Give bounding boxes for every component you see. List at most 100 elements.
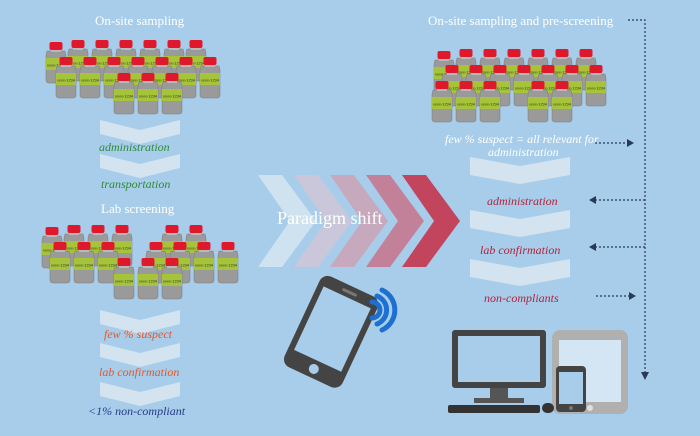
prescreen-vial: xxxx-1234 <box>479 48 501 91</box>
vial-label: xxxx-1234 <box>81 78 100 83</box>
vial-label: xxxx-1234 <box>457 102 476 107</box>
onsite-vial: xxxx-1234 <box>163 39 185 82</box>
vial-label: xxxx-1234 <box>43 248 62 253</box>
lab-vial: xxxx-1234 <box>169 241 191 284</box>
arrow-right-result <box>629 292 636 300</box>
vial-label: xxxx-1234 <box>153 78 172 83</box>
arrow-left-administration <box>589 196 596 204</box>
prescreen-vial: xxxx-1234 <box>585 64 607 107</box>
prescreen-vial: xxxx-1234 <box>503 48 525 91</box>
onsite-vial: xxxx-1234 <box>139 39 161 82</box>
vial-label: xxxx-1234 <box>491 86 510 91</box>
vial-label: xxxx-1234 <box>57 78 76 83</box>
shift-chevron-4 <box>366 175 424 267</box>
smartphone-icon <box>283 275 379 388</box>
phone-icon <box>556 366 586 412</box>
prescreen-vial: xxxx-1234 <box>551 48 573 91</box>
onsite-vial: xxxx-1234 <box>199 56 221 99</box>
vial-label: xxxx-1234 <box>105 78 124 83</box>
vial-label: xxxx-1234 <box>577 70 596 75</box>
vial-label: xxxx-1234 <box>165 61 184 66</box>
lab-vial: xxxx-1234 <box>97 241 119 284</box>
vial-label: xxxx-1234 <box>187 61 206 66</box>
vial-label: xxxx-1234 <box>443 86 462 91</box>
left-step-transportation: transportation <box>101 177 170 191</box>
onsite-vial: xxxx-1234 <box>161 72 183 115</box>
right-chevron-1 <box>470 157 570 184</box>
left-step-administration: administration <box>99 140 170 154</box>
vial-label: xxxx-1234 <box>75 263 94 268</box>
prescreen-vial: xxxx-1234 <box>431 80 453 123</box>
prescreen-vial: xxxx-1234 <box>527 48 549 91</box>
onsite-vial: xxxx-1234 <box>185 39 207 82</box>
vial-label: xxxx-1234 <box>563 86 582 91</box>
left-header-onsite: On-site sampling <box>95 13 185 28</box>
prescreen-vial: xxxx-1234 <box>551 80 573 123</box>
vial-label: xxxx-1234 <box>481 70 500 75</box>
vial-label: xxxx-1234 <box>65 246 84 251</box>
arrow-right-suspect <box>627 139 634 147</box>
vial-label: xxxx-1234 <box>115 94 134 99</box>
lab-vial: xxxx-1234 <box>113 257 135 300</box>
shift-chevron-3 <box>330 175 388 267</box>
prescreen-vial: xxxx-1234 <box>441 64 463 107</box>
prescreen-vial: xxxx-1234 <box>513 64 535 107</box>
vial-label: xxxx-1234 <box>163 279 182 284</box>
prescreen-vial: xxxx-1234 <box>489 64 511 107</box>
onsite-vial: xxxx-1234 <box>115 39 137 82</box>
vial-label: xxxx-1234 <box>47 63 66 68</box>
right-chevron-2 <box>470 210 570 237</box>
vial-label: xxxx-1234 <box>457 70 476 75</box>
right-suspect-line1: few % suspect = all relevant for <box>445 132 599 146</box>
lab-vial: xxxx-1234 <box>63 224 85 267</box>
right-header: On-site sampling and pre-screening <box>428 13 614 28</box>
prescreen-vial: xxxx-1234 <box>455 80 477 123</box>
left-step-suspect: few % suspect <box>104 327 173 341</box>
vial-label: xxxx-1234 <box>187 246 206 251</box>
onsite-vial: xxxx-1234 <box>55 56 77 99</box>
arrow-down-main <box>641 372 649 380</box>
lab-vial: xxxx-1234 <box>193 241 215 284</box>
left-header-lab: Lab screening <box>101 201 175 216</box>
vial-label: xxxx-1234 <box>139 279 158 284</box>
onsite-vial: xxxx-1234 <box>127 56 149 99</box>
vial-label: xxxx-1234 <box>163 246 182 251</box>
shift-chevron-5 <box>402 175 460 267</box>
mouse-icon <box>542 403 554 413</box>
lab-vial: xxxx-1234 <box>185 224 207 267</box>
dotted-connector-lines <box>595 19 646 372</box>
lab-vial: xxxx-1234 <box>41 226 63 269</box>
vial-label: xxxx-1234 <box>195 263 214 268</box>
keyboard-icon <box>448 405 540 413</box>
vial-label: xxxx-1234 <box>219 263 238 268</box>
right-chevron-3 <box>470 259 570 286</box>
onsite-vial: xxxx-1234 <box>175 56 197 99</box>
onsite-vial: xxxx-1234 <box>45 41 67 84</box>
lab-vial: xxxx-1234 <box>161 224 183 267</box>
arrow-left-confirmation <box>589 243 596 251</box>
left-step-confirmation: lab confirmation <box>99 365 179 379</box>
prescreen-vial: xxxx-1234 <box>527 80 549 123</box>
onsite-vial: xxxx-1234 <box>151 56 173 99</box>
vial-label: xxxx-1234 <box>147 263 166 268</box>
vial-label: xxxx-1234 <box>89 246 108 251</box>
vial-label: xxxx-1234 <box>467 86 486 91</box>
vial-label: xxxx-1234 <box>553 70 572 75</box>
shift-chevron-1 <box>258 175 316 267</box>
left-chevron-2 <box>100 154 180 178</box>
vial-label: xxxx-1234 <box>587 86 606 91</box>
onsite-vial: xxxx-1234 <box>67 39 89 82</box>
arrowheads <box>589 139 649 380</box>
vial-label: xxxx-1234 <box>141 61 160 66</box>
vial-label: xxxx-1234 <box>171 263 190 268</box>
vial-label: xxxx-1234 <box>115 279 134 284</box>
left-chevron-3 <box>100 310 180 334</box>
lab-vial: xxxx-1234 <box>161 257 183 300</box>
lab-vial: xxxx-1234 <box>137 257 159 300</box>
right-step-result: non-compliants <box>484 291 559 305</box>
vial-label: xxxx-1234 <box>481 102 500 107</box>
vial-label: xxxx-1234 <box>113 246 132 251</box>
